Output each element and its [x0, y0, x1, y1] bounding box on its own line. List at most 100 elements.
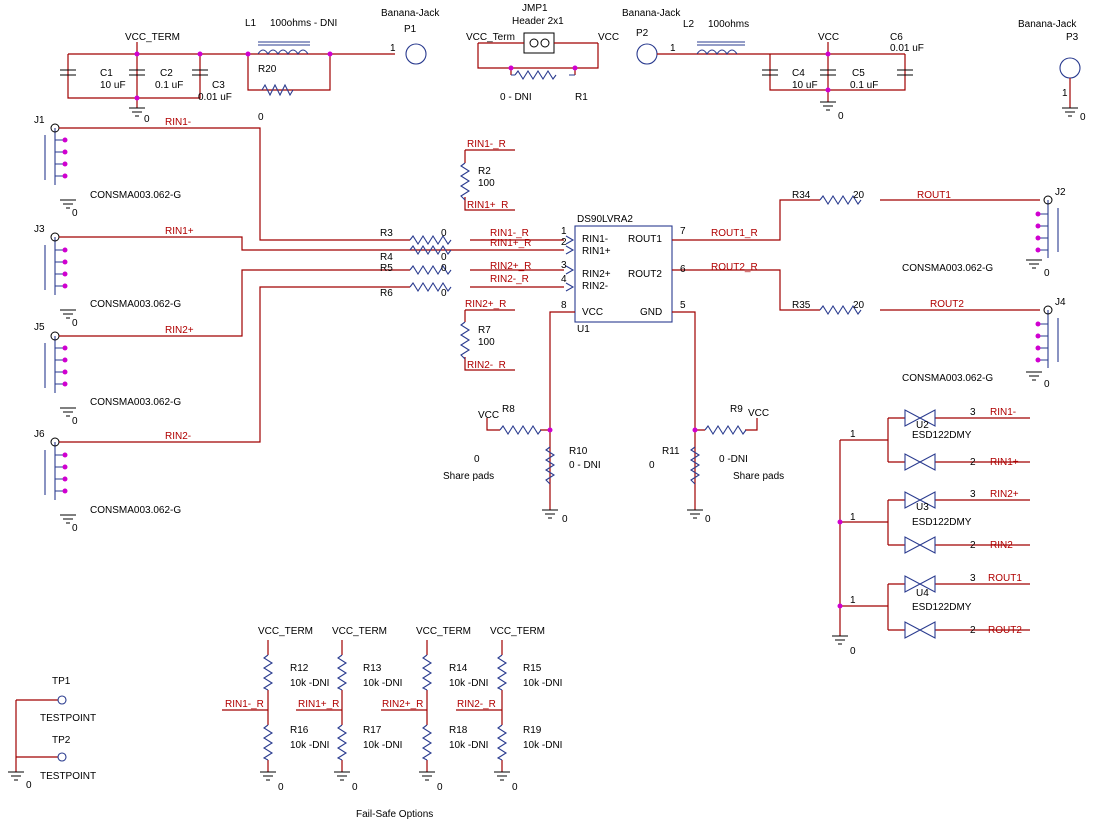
- r3-label: R3: [380, 228, 393, 239]
- gnd-label: 0: [144, 114, 150, 125]
- r11-label: R11: [662, 446, 680, 457]
- r10-gnd: 0: [562, 514, 568, 525]
- r7-label: R7: [478, 325, 491, 336]
- r13-value: 10k -DNI: [363, 678, 402, 689]
- p3-pin: 1: [1062, 88, 1068, 99]
- r12-value: 10k -DNI: [290, 678, 329, 689]
- p1-pin: 1: [390, 43, 396, 54]
- net-rin2m-r-u1: RIN2-_R: [490, 274, 529, 285]
- power-input-right: Banana-Jack P2 1 L2 100ohms VCC C4 10 uF…: [622, 8, 924, 122]
- r4-label: R4: [380, 252, 393, 263]
- r9-label: R9: [730, 404, 743, 415]
- u1-pin-rin2m: RIN2-: [582, 281, 608, 292]
- l2-value: 100ohms: [708, 19, 749, 30]
- p2-pin: 1: [670, 43, 676, 54]
- l2-label: L2: [683, 19, 695, 30]
- u2-pin1: 1: [850, 429, 856, 440]
- u3-part: ESD122DMY: [912, 517, 972, 528]
- j2-gnd: 0: [1044, 268, 1050, 279]
- j3-part: CONSMA003.062-G: [90, 299, 181, 310]
- u3-pin2: 2: [970, 540, 976, 551]
- connectors-left: J1 CONSMA003.062-G 0 J3 CONSMA003.062-G …: [34, 115, 181, 534]
- fs-gnd-2: 0: [352, 782, 358, 793]
- j3-gnd: 0: [72, 318, 78, 329]
- u1-pin-rin1m: RIN1-: [582, 234, 608, 245]
- r4-value: 0: [441, 252, 447, 263]
- vcc-top-label: VCC: [818, 32, 839, 43]
- u1-pin-vcc: VCC: [582, 307, 603, 318]
- r19-label: R19: [523, 725, 542, 736]
- fs-vcc-term-4: VCC_TERM: [490, 626, 545, 637]
- net-rin1m: RIN1-: [165, 117, 191, 128]
- c5-value: 0.1 uF: [850, 80, 878, 91]
- p3-gnd: 0: [1080, 112, 1086, 123]
- j5-part: CONSMA003.062-G: [90, 397, 181, 408]
- fs-gnd-1: 0: [278, 782, 284, 793]
- fs-vcc-term-1: VCC_TERM: [258, 626, 313, 637]
- net-rin1p-r-u1: RIN1+_R: [490, 238, 531, 249]
- r5-label: R5: [380, 263, 393, 274]
- u4-pin3: 3: [970, 573, 976, 584]
- r9-value: 0 -DNI: [719, 454, 748, 465]
- u4-pin2: 2: [970, 625, 976, 636]
- net-rin2m: RIN2-: [165, 431, 191, 442]
- r3-value: 0: [441, 228, 447, 239]
- vcc-term-label: VCC_TERM: [125, 32, 180, 43]
- u4-pin1: 1: [850, 595, 856, 606]
- j1-part: CONSMA003.062-G: [90, 190, 181, 201]
- r8-label: R8: [502, 404, 515, 415]
- r34-label: R34: [792, 190, 811, 201]
- input-nets: RIN1- RIN1+ RIN2+ RIN2- R3 R4 R5 R6 0 0 …: [59, 117, 564, 443]
- c3-value: 0.01 uF: [198, 92, 232, 103]
- j2-part: CONSMA003.062-G: [902, 263, 993, 274]
- u1-pin-gnd: GND: [640, 307, 662, 318]
- fs-vcc-term-2: VCC_TERM: [332, 626, 387, 637]
- net-rout1-r: ROUT1_R: [711, 228, 758, 239]
- banana-jack-p3-label: Banana-Jack: [1018, 19, 1077, 30]
- r1-label: R1: [575, 92, 588, 103]
- c2-value: 0.1 uF: [155, 80, 183, 91]
- u1-pin-rin1p: RIN1+: [582, 246, 611, 257]
- u1-part: DS90LVRA2: [577, 214, 633, 225]
- c1-value: 10 uF: [100, 80, 126, 91]
- pin-num-7: 7: [680, 226, 686, 237]
- net-rout2: ROUT2: [930, 299, 964, 310]
- share-pads-left: Share pads: [443, 471, 494, 482]
- esd-net-rout2: ROUT2: [988, 625, 1022, 636]
- net-rin2p-r-u1: RIN2+_R: [490, 261, 531, 272]
- r2-value: 100: [478, 178, 495, 189]
- r10-value: 0 - DNI: [569, 460, 601, 471]
- u3-pin1: 1: [850, 512, 856, 523]
- net-rin1m-r-u1: RIN1-_R: [490, 228, 529, 239]
- termination-resistors: RIN1-_R RIN1+_R R2 100 RIN2+_R RIN2-_R R…: [459, 139, 515, 371]
- u2-pin3: 3: [970, 407, 976, 418]
- vcc-r9: VCC: [748, 408, 769, 419]
- r16-value: 10k -DNI: [290, 740, 329, 751]
- c6-label: C6: [890, 32, 903, 43]
- u2-pin2: 2: [970, 457, 976, 468]
- u4-part: ESD122DMY: [912, 602, 972, 613]
- esd-net-rin1m: RIN1-: [990, 407, 1016, 418]
- c5-label: C5: [852, 68, 865, 79]
- j2-label: J2: [1055, 187, 1066, 198]
- fail-safe-title: Fail-Safe Options: [356, 809, 433, 820]
- tp2-type: TESTPOINT: [40, 771, 96, 782]
- r11-gnd: 0: [705, 514, 711, 525]
- r19-value: 10k -DNI: [523, 740, 562, 751]
- j5-gnd: 0: [72, 416, 78, 427]
- u2-part: ESD122DMY: [912, 430, 972, 441]
- j6-label: J6: [34, 429, 45, 440]
- vcc-gnd-straps: VCC R8 0 Share pads R10 0 - DNI 0 R11 0 …: [443, 404, 784, 525]
- esd-net-rin2m: RIN2-: [990, 540, 1016, 551]
- tp-gnd: 0: [26, 780, 32, 791]
- r6-label: R6: [380, 288, 393, 299]
- l1-value: 100ohms - DNI: [270, 18, 337, 29]
- r20-label: R20: [258, 64, 277, 75]
- tp1-label: TP1: [52, 676, 71, 687]
- c3-label: C3: [212, 80, 225, 91]
- net-rout2-r: ROUT2_R: [711, 262, 758, 273]
- c1-label: C1: [100, 68, 113, 79]
- r8-value: 0: [474, 454, 480, 465]
- jumper-jmp1: JMP1 Header 2x1 VCC_Term VCC 0 - DNI R1: [466, 3, 619, 103]
